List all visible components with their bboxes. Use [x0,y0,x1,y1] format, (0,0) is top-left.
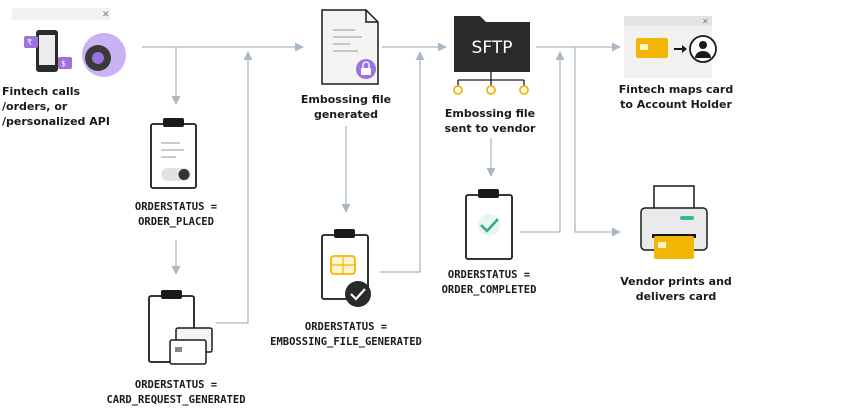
embossing-file-line-2: generated [313,108,379,121]
fintech-calls-line-3: /personalized API [2,115,110,128]
embossing-file-generated-label: Embossing file generated [286,92,406,122]
sftp-sent-label: Embossing file sent to vendor [430,106,550,136]
svg-text:✕: ✕ [102,10,110,20]
fintech-maps-line-2: to Account Holder [620,98,732,111]
arrow-to-vendor-printer [574,47,621,237]
fintech-calls-label: Fintech calls /orders, or /personalized … [2,84,112,129]
card-user-icon: ✕ [624,16,717,78]
embossing-file-generated-status: ORDERSTATUS = EMBOSSING_FILE_GENERATED [256,320,436,350]
clipboard-check-icon [465,189,513,260]
clipboard-chip-check-icon [321,229,371,307]
vendor-prints-label: Vendor prints and delivers card [606,274,746,304]
sftp-folder-icon: SFTP [453,16,530,95]
embossing-status-line-1: ORDERSTATUS = [304,321,388,333]
card-request-line-2: CARD_REQUEST_GENERATED [106,394,246,406]
order-placed-line-2: ORDER_PLACED [138,216,214,228]
embossing-status-line-2: EMBOSSING_FILE_GENERATED [270,336,422,348]
sftp-line-1: Embossing file [444,107,536,120]
embossing-file-line-1: Embossing file [300,93,392,106]
fintech-maps-line-1: Fintech maps card [618,83,734,96]
svg-text:$: $ [61,59,66,68]
sftp-label: SFTP [472,38,513,58]
arrow-card-request-up [216,51,253,324]
vendor-prints-line-2: delivers card [635,290,717,303]
svg-text:₹: ₹ [27,38,32,47]
order-placed-status: ORDERSTATUS = ORDER_PLACED [96,200,256,230]
printer-card-icon [640,185,708,259]
clipboard-cards-icon [148,290,213,365]
flow-arrows [142,42,621,324]
vendor-prints-line-1: Vendor prints and [620,275,732,288]
arrow-order-completed-up [520,51,565,233]
order-completed-status: ORDERSTATUS = ORDER_COMPLETED [414,268,564,298]
order-placed-line-1: ORDERSTATUS = [134,201,218,213]
clipboard-toggle-icon [150,118,197,189]
phone-gear-icon: ✕ ₹ $ [12,8,126,77]
svg-text:✕: ✕ [702,17,709,26]
fintech-calls-line-2: /orders, or [2,100,68,113]
order-completed-line-1: ORDERSTATUS = [447,269,531,281]
fintech-maps-card-label: Fintech maps card to Account Holder [606,82,746,112]
arrow-embossing-status-up [380,51,425,273]
order-completed-line-2: ORDER_COMPLETED [441,284,537,296]
document-lock-icon [321,9,379,85]
fintech-calls-line-1: Fintech calls [2,85,81,98]
sftp-line-2: sent to vendor [444,122,536,135]
card-request-line-1: ORDERSTATUS = [134,379,218,391]
card-request-generated-status: ORDERSTATUS = CARD_REQUEST_GENERATED [86,378,266,408]
